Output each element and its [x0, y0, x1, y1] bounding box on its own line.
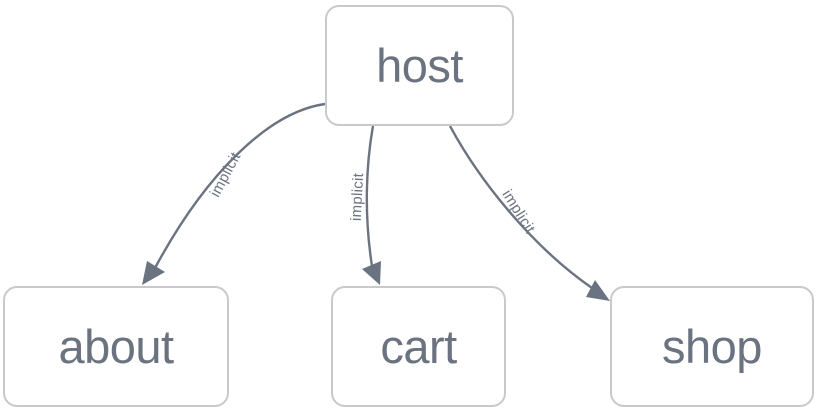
graph-node-host-label: host — [376, 39, 463, 92]
graph-node-about-label: about — [58, 320, 174, 373]
edge-host-about-arrowhead — [142, 261, 165, 285]
edge-host-shop-arrowhead — [586, 280, 610, 301]
edge-host-shop[interactable]: implicit — [448, 125, 610, 301]
graph-node-shop[interactable]: shop — [610, 286, 814, 407]
edge-host-about[interactable]: implicit — [142, 102, 326, 285]
edge-host-shop-label: implicit — [498, 187, 538, 237]
graph-node-about[interactable]: about — [3, 286, 229, 407]
edge-host-about-label: implicit — [207, 149, 245, 200]
graph-node-shop-label: shop — [662, 320, 762, 373]
edge-host-shop-path — [448, 125, 593, 289]
graph-node-cart-label: cart — [380, 320, 457, 373]
edge-host-cart-arrowhead — [362, 261, 381, 285]
edge-host-cart[interactable]: implicit — [348, 125, 381, 285]
graph-node-host[interactable]: host — [325, 5, 514, 126]
edge-host-about-path — [153, 102, 326, 269]
edge-host-cart-path — [365, 125, 375, 267]
edge-host-cart-label: implicit — [348, 172, 368, 222]
graph-node-cart[interactable]: cart — [331, 286, 506, 407]
